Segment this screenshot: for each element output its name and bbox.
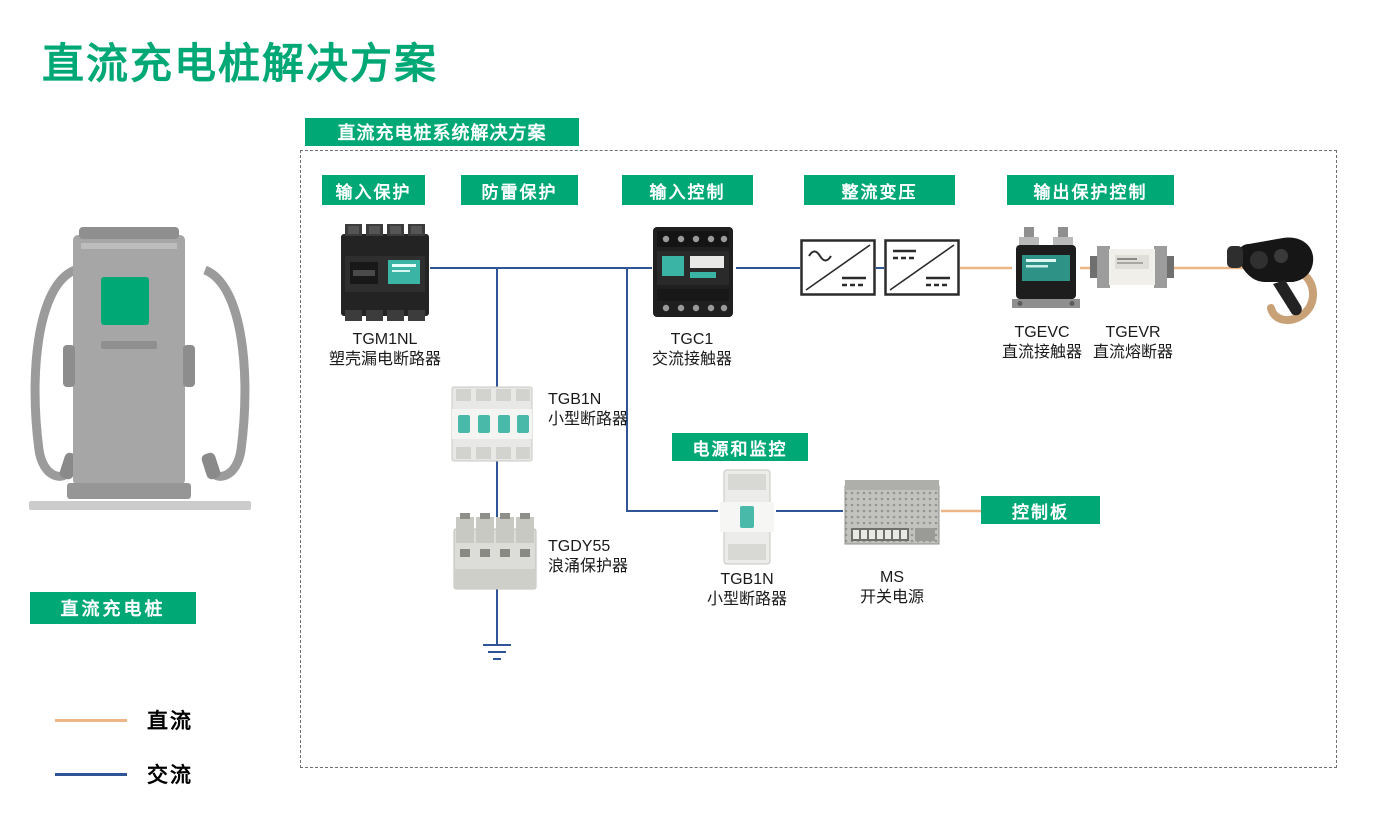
label-tgb1n-main: TGB1N 小型断路器 (548, 390, 668, 430)
legend-row-ac: 交流 (55, 754, 193, 794)
page-title: 直流充电桩解决方案 (42, 40, 439, 87)
tgb1n-main-model: TGB1N (548, 391, 602, 408)
component-dcdc-converter (884, 239, 960, 296)
acdc-converter-symbol (800, 239, 876, 296)
dc-legend-label: 直流 (147, 710, 193, 733)
dc-line-swatch (55, 718, 127, 722)
tgdy55-model: TGDY55 (548, 538, 611, 555)
stage-control-board: 控制板 (981, 496, 1100, 524)
tgevr-image (1090, 246, 1174, 288)
component-tgevr (1090, 240, 1174, 294)
stage-input-control: 输入控制 (622, 175, 753, 205)
stage-rectify-transform: 整流变压 (804, 175, 955, 205)
tgb1n-main-image (451, 386, 533, 462)
tgb1n-aux-image (720, 469, 774, 565)
component-ms-psu (843, 478, 941, 548)
stage-power-and-monitoring: 电源和监控 (672, 433, 808, 461)
tgb1n-aux-model: TGB1N (720, 571, 774, 588)
label-ms-psu: MS 开关电源 (832, 568, 952, 608)
component-charging-gun (1225, 222, 1325, 327)
tgb1n-main-desc: 小型断路器 (548, 411, 629, 428)
label-tgm1nl: TGM1NL 塑壳漏电断路器 (315, 330, 455, 370)
ac-line-swatch (55, 772, 127, 776)
dcdc-converter-symbol (884, 239, 960, 296)
tgb1n-aux-desc: 小型断路器 (706, 591, 787, 608)
component-tgb1n-aux (718, 468, 776, 566)
component-tgc1 (650, 224, 736, 320)
component-tgm1nl (338, 222, 432, 324)
component-tgb1n-main (450, 385, 534, 463)
ms-psu-desc: 开关电源 (859, 589, 924, 606)
component-tgdy55 (452, 511, 538, 595)
charging-pile-caption: 直流充电桩 (30, 592, 196, 624)
tgc1-model: TGC1 (670, 331, 714, 348)
charging-pile-illustration (29, 227, 251, 510)
component-tgevc (1012, 227, 1080, 317)
tgevc-model: TGEVC (1014, 324, 1070, 341)
diagram-frame (300, 150, 1337, 768)
tgevc-image (1012, 227, 1080, 308)
ac-legend-label: 交流 (147, 764, 193, 787)
stage-lightning-protection: 防雷保护 (461, 175, 578, 205)
tgdy55-image (453, 513, 537, 590)
label-tgevc: TGEVC 直流接触器 (982, 323, 1102, 363)
stage-output-protection-control: 输出保护控制 (1007, 175, 1174, 205)
legend: 直流 交流 (55, 700, 193, 808)
tgdy55-desc: 浪涌保护器 (548, 558, 629, 575)
label-tgb1n-aux: TGB1N 小型断路器 (687, 570, 807, 610)
tgevr-desc: 直流熔断器 (1092, 344, 1173, 361)
label-tgc1: TGC1 交流接触器 (632, 330, 752, 370)
tgm1nl-model: TGM1NL (352, 331, 418, 348)
diagram-title-banner: 直流充电桩系统解决方案 (305, 118, 579, 146)
stage-input-protection: 输入保护 (322, 175, 425, 205)
legend-row-dc: 直流 (55, 700, 193, 740)
ms-psu-model: MS (880, 569, 904, 586)
tgc1-desc: 交流接触器 (651, 351, 732, 368)
charging-gun-image (1227, 237, 1317, 324)
tgm1nl-image (341, 224, 429, 321)
label-tgevr: TGEVR 直流熔断器 (1073, 323, 1193, 363)
label-tgdy55: TGDY55 浪涌保护器 (548, 537, 668, 577)
tgc1-image (653, 227, 733, 317)
ms-psu-image (844, 480, 940, 545)
tgevr-model: TGEVR (1105, 324, 1161, 341)
tgevc-desc: 直流接触器 (1001, 344, 1082, 361)
tgm1nl-desc: 塑壳漏电断路器 (328, 351, 441, 368)
component-acdc-converter (800, 239, 876, 296)
